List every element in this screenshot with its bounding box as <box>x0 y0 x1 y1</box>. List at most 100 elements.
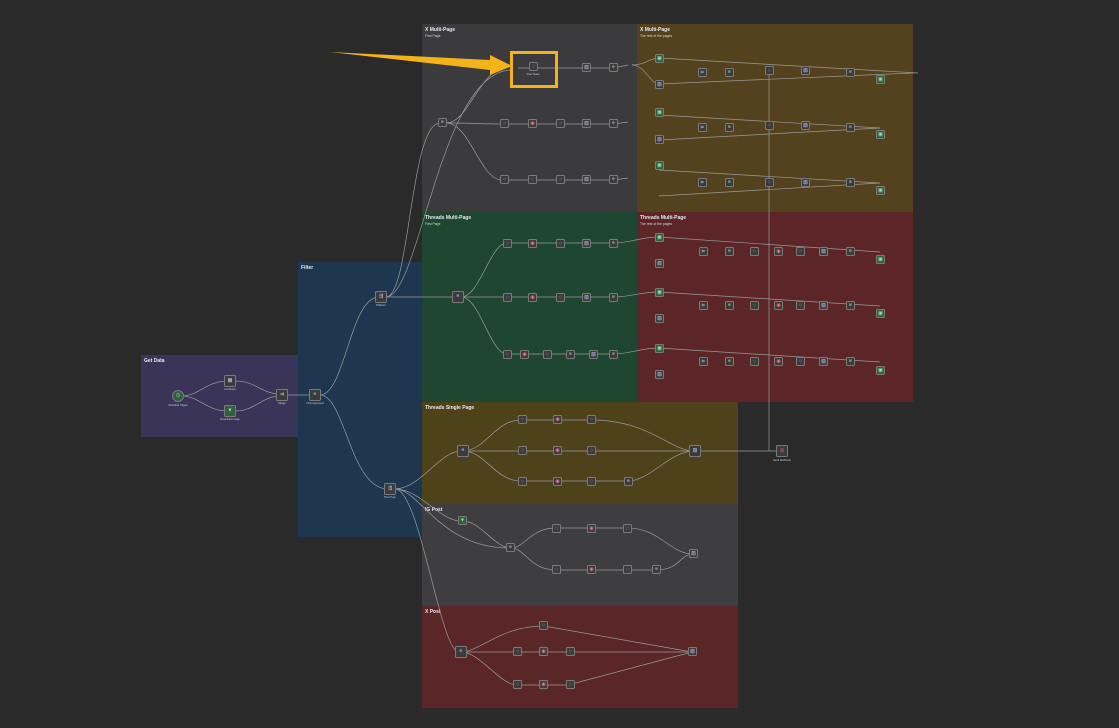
threads-node[interactable]: ◌ <box>543 350 552 359</box>
x-rest-node[interactable]: ◌ <box>765 121 774 130</box>
x-set-node[interactable]: ≡ <box>609 63 618 72</box>
threads-rest-node[interactable]: ▧ <box>819 357 828 366</box>
only-approved-node[interactable]: ≡ <box>309 389 321 401</box>
threads-node[interactable]: ◌ <box>503 293 512 302</box>
threads-rest-node[interactable]: ▣ <box>876 366 885 375</box>
threads-rest-node[interactable]: ≡ <box>725 357 734 366</box>
x-rest-node[interactable]: ≡ <box>725 123 734 132</box>
x-rest-node[interactable]: ◌ <box>765 178 774 187</box>
threads-single-node[interactable]: ◉ <box>553 446 562 455</box>
x-row2-node-a[interactable]: ◌ <box>500 119 509 128</box>
threads-rest-node[interactable]: ⊳ <box>699 357 708 366</box>
x-rest-node[interactable]: ▣ <box>876 186 885 195</box>
x-row2-node-d[interactable]: ▧ <box>582 119 591 128</box>
threads-rest-node[interactable]: ▧ <box>819 301 828 310</box>
threads-single-node[interactable]: ◌ <box>518 477 527 486</box>
x-rest-node[interactable]: ▣ <box>655 108 664 117</box>
ig-node[interactable]: ◉ <box>587 565 596 574</box>
x-row2-node-c[interactable]: ◌ <box>556 119 565 128</box>
ig-download-node[interactable]: ▼ <box>458 516 467 525</box>
ig-node[interactable]: ◌ <box>552 524 561 533</box>
threads-rest-node[interactable]: ≡ <box>725 301 734 310</box>
threads-node[interactable]: ▧ <box>589 350 598 359</box>
threads-rest-node[interactable]: ⊳ <box>699 247 708 256</box>
x-row2-node-b[interactable]: ◉ <box>528 119 537 128</box>
x-rest-node[interactable]: ▧ <box>801 66 810 75</box>
threads-rest-node[interactable]: ◌ <box>796 357 805 366</box>
threads-rest-node[interactable]: ▣ <box>655 233 664 242</box>
threads-node[interactable]: ▧ <box>582 239 591 248</box>
threads-rest-node[interactable]: ◌ <box>750 357 759 366</box>
threads-rest-node[interactable]: ▧ <box>655 370 664 379</box>
threads-node[interactable]: ≡ <box>609 350 618 359</box>
x-row3-node-a[interactable]: ◌ <box>500 175 509 184</box>
threads-single-node[interactable]: ◌ <box>587 446 596 455</box>
x-post-switch-node[interactable]: ≡ <box>455 646 467 658</box>
ig-node[interactable]: ◌ <box>552 565 561 574</box>
x-row3-node-b[interactable]: ◌ <box>528 175 537 184</box>
x-rest-node[interactable]: ⊳ <box>698 68 707 77</box>
x-rest-node[interactable]: ▣ <box>876 75 885 84</box>
x-rest-node[interactable]: ▣ <box>655 54 664 63</box>
platform-switch-node[interactable]: ⇶ <box>375 291 387 303</box>
threads-node[interactable]: ≡ <box>566 350 575 359</box>
x-post-node[interactable]: ◌ <box>539 621 548 630</box>
ig-code-node[interactable]: ▧ <box>689 549 698 558</box>
ig-node[interactable]: ◌ <box>623 565 632 574</box>
threads-rest-node[interactable]: ◉ <box>774 357 783 366</box>
threads-node[interactable]: ◉ <box>520 350 529 359</box>
threads-single-node[interactable]: ◌ <box>587 415 596 424</box>
x-post-node[interactable]: ◌ <box>566 647 575 656</box>
x-post-node[interactable]: ◌ <box>513 647 522 656</box>
x-row3-node-d[interactable]: ▧ <box>582 175 591 184</box>
threads-node[interactable]: ◌ <box>556 239 565 248</box>
x-rest-node[interactable]: ≡ <box>846 68 855 77</box>
threads-rest-node[interactable]: ▣ <box>655 288 664 297</box>
schedule-trigger-node[interactable]: ◷ <box>172 390 184 402</box>
threads-single-code-node[interactable]: ▧ <box>689 445 701 457</box>
x-rest-node[interactable]: ▧ <box>655 80 664 89</box>
threads-rest-node[interactable]: ≡ <box>846 357 855 366</box>
threads-node[interactable]: ◌ <box>503 239 512 248</box>
threads-rest-node[interactable]: ◌ <box>750 301 759 310</box>
x-rest-node[interactable]: ▣ <box>876 130 885 139</box>
x-rest-node[interactable]: ◌ <box>765 66 774 75</box>
x-rest-node[interactable]: ≡ <box>846 178 855 187</box>
x-rest-node[interactable]: ▧ <box>655 135 664 144</box>
threads-single-node[interactable]: ◌ <box>518 446 527 455</box>
threads-rest-node[interactable]: ≡ <box>846 301 855 310</box>
threads-rest-node[interactable]: ▧ <box>655 259 664 268</box>
threads-node[interactable]: ▧ <box>582 293 591 302</box>
threads-rest-node[interactable]: ◉ <box>774 247 783 256</box>
x-rest-node[interactable]: ≡ <box>846 123 855 132</box>
threads-single-node[interactable]: ◉ <box>553 415 562 424</box>
x-switch-node[interactable]: ≡ <box>438 118 447 127</box>
threads-rest-node[interactable]: ◉ <box>774 301 783 310</box>
threads-rest-node[interactable]: ◌ <box>750 247 759 256</box>
x-rest-node[interactable]: ≡ <box>725 178 734 187</box>
x-row2-node-e[interactable]: ≡ <box>609 119 618 128</box>
threads-rest-node[interactable]: ≡ <box>846 247 855 256</box>
threads-node[interactable]: ◉ <box>528 293 537 302</box>
x-rest-node[interactable]: ▣ <box>655 161 664 170</box>
ig-node[interactable]: ◌ <box>623 524 632 533</box>
x-rest-node[interactable]: ▧ <box>801 178 810 187</box>
threads-single-node[interactable]: ◉ <box>553 477 562 486</box>
x-post-node[interactable]: ◌ <box>513 680 522 689</box>
ig-node[interactable]: ≡ <box>652 565 661 574</box>
x-rest-node[interactable]: ⊳ <box>698 123 707 132</box>
threads-single-switch-node[interactable]: ≡ <box>457 445 469 457</box>
x-code-node[interactable]: ▧ <box>582 63 591 72</box>
merge-node[interactable]: ⇉ <box>276 389 288 401</box>
threads-single-node[interactable]: ≡ <box>624 477 633 486</box>
threads-rest-node[interactable]: ▧ <box>655 314 664 323</box>
threads-single-node[interactable]: ◌ <box>587 477 596 486</box>
threads-rest-node[interactable]: ▣ <box>876 309 885 318</box>
x-rest-node[interactable]: ⊳ <box>698 178 707 187</box>
ig-switch-node[interactable]: ≡ <box>506 543 515 552</box>
x-post-node[interactable]: ◌ <box>566 680 575 689</box>
threads-rest-node[interactable]: ▣ <box>655 344 664 353</box>
threads-node[interactable]: ◉ <box>528 239 537 248</box>
threads-node[interactable]: ≡ <box>609 239 618 248</box>
